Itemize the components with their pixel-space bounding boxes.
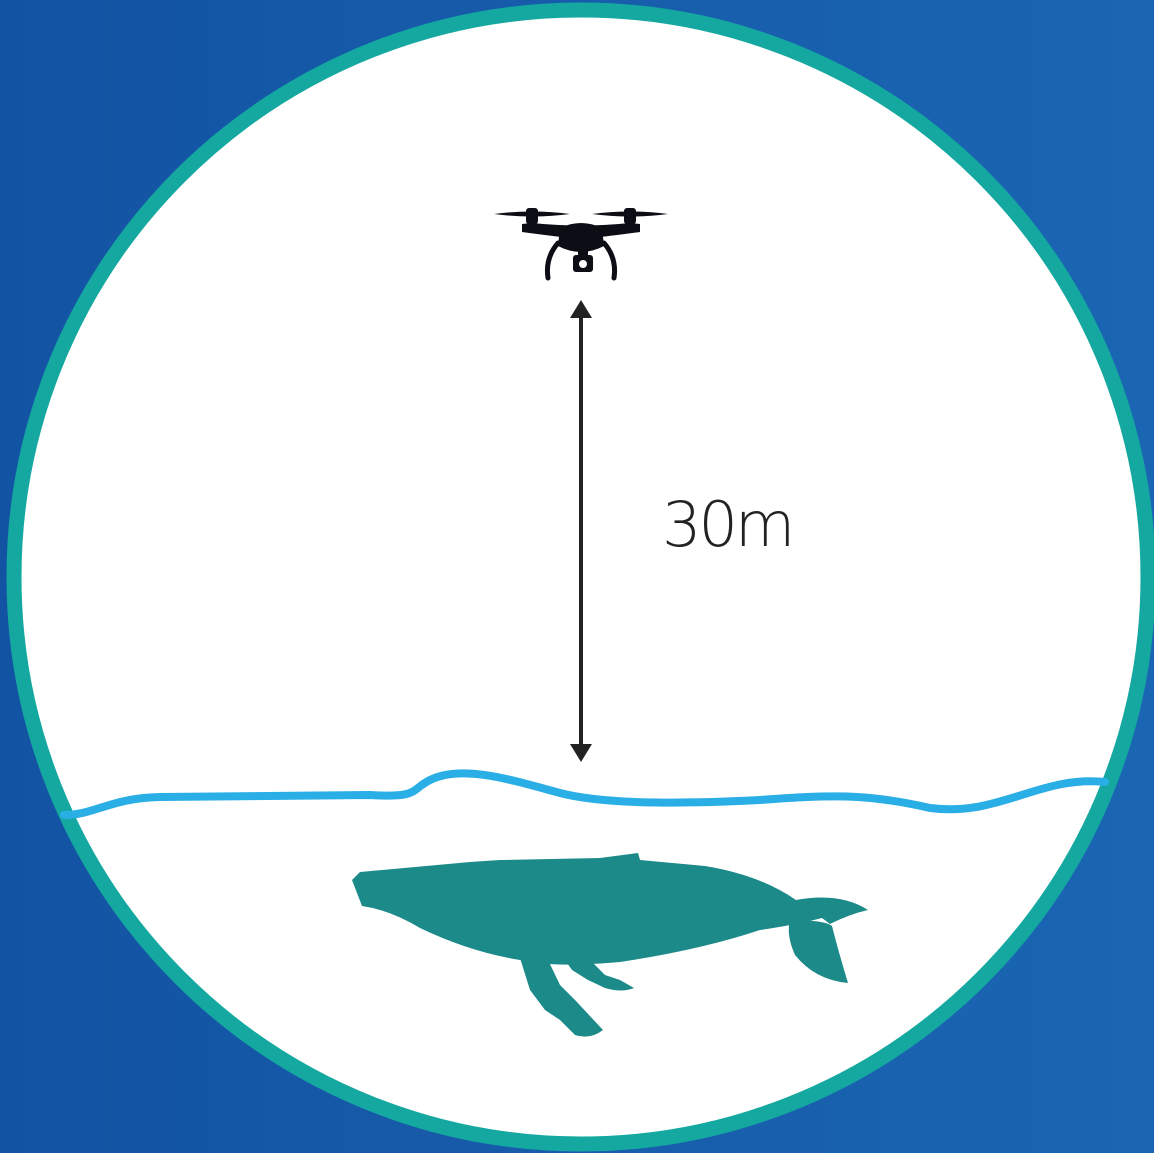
- distance-label: 30m: [662, 488, 792, 561]
